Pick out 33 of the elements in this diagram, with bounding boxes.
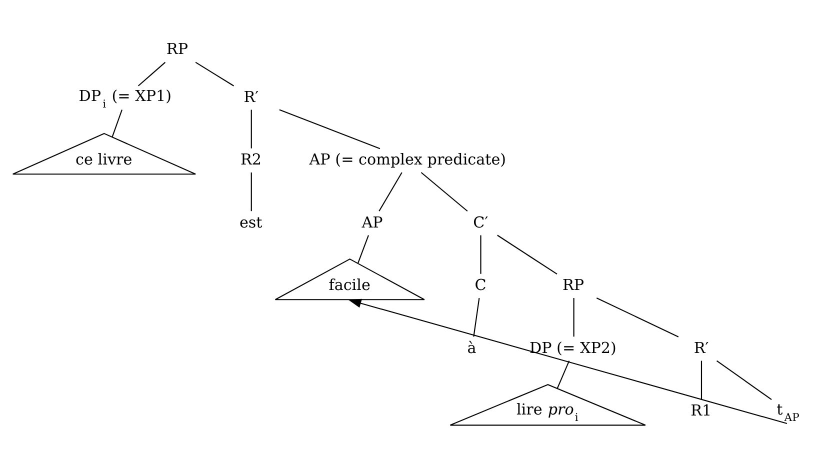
node-text: RP [562,276,584,294]
connector [378,172,402,211]
node-text: R1 [690,401,712,420]
connector [195,61,234,86]
node-text: DP$_{i}$ (= XP1) [78,86,172,110]
connector [556,360,570,388]
node-text: RP [166,40,188,58]
connector [279,108,380,149]
connector [250,109,252,148]
connector [112,109,122,136]
connector [480,234,482,274]
connector [138,61,166,86]
node-text: R′ [244,87,259,106]
connector [250,172,252,211]
node-text: à [467,338,476,356]
node-text: AP [362,212,383,231]
node-text: AP (= complex predicate) [309,150,506,168]
connector [700,360,702,399]
connector [596,297,679,337]
node-text: DP (= XP2) [529,338,616,356]
connector [716,360,772,400]
node-text: R2 [240,150,262,168]
connector [420,172,468,212]
arrow [348,298,788,424]
connector [497,234,558,274]
node-text: est [239,212,262,231]
node-text: C′ [473,212,488,231]
connector [473,297,480,336]
node-text: C [474,276,486,294]
connector [358,234,369,263]
connector [573,298,574,336]
node-text: R′ [694,338,709,356]
node-text: t$_{AP}$ [776,400,800,424]
